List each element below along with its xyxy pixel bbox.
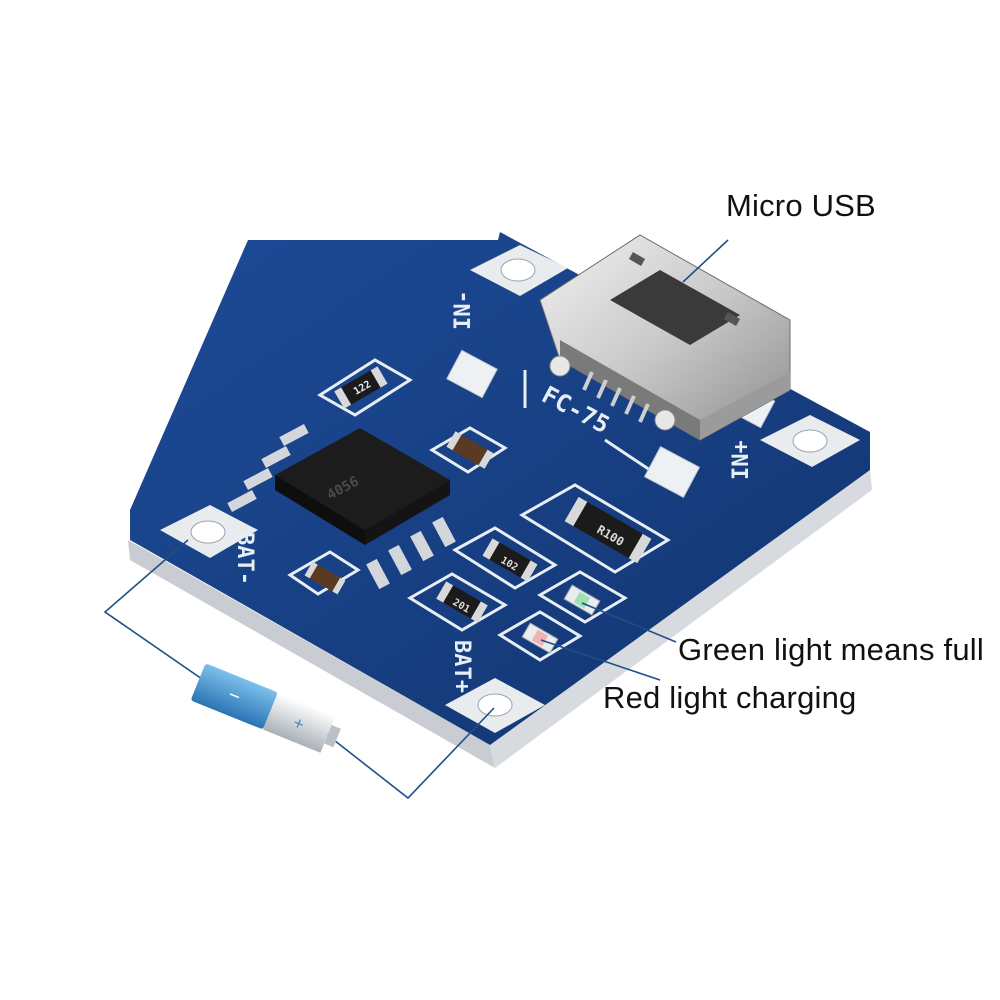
- green-light-callout: Green light means full: [678, 632, 984, 667]
- mount-pad-bat-plus: [445, 678, 545, 733]
- silkscreen-outlines: [287, 358, 671, 662]
- battery-icon: − +: [191, 664, 341, 753]
- mount-pad-bat-minus: [160, 505, 258, 558]
- silk-bat-minus: BAT-: [232, 532, 257, 585]
- charger-ic: [227, 424, 456, 590]
- silk-in-plus: IN+: [729, 440, 754, 480]
- led-red: [521, 622, 559, 654]
- micro-usb-connector: [539, 234, 791, 441]
- red-light-callout: Red light charging: [603, 680, 857, 715]
- micro-usb-callout: Micro USB: [726, 188, 876, 223]
- mount-pad-in-minus: [470, 245, 568, 296]
- mount-pad-in-plus: [760, 415, 860, 467]
- silk-bat-plus: BAT+: [449, 640, 474, 693]
- pcb-edge: [128, 470, 872, 768]
- smd-components: [304, 366, 652, 623]
- callout-lines: [103, 239, 729, 800]
- silk-in-minus: IN-: [451, 290, 476, 330]
